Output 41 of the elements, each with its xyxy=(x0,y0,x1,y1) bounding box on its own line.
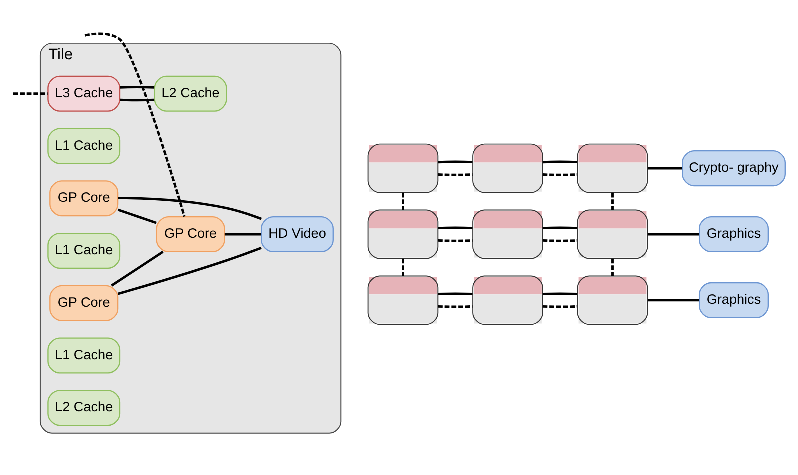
node-box: Graphics xyxy=(698,282,770,319)
connector xyxy=(118,247,262,296)
node-box: L3 Cache xyxy=(48,76,121,112)
connector xyxy=(648,167,682,170)
node-box: Graphics xyxy=(698,216,770,253)
connector xyxy=(84,32,186,218)
connector xyxy=(118,196,262,220)
node-box: HD Video xyxy=(261,216,334,253)
node-box: L1 Cache xyxy=(48,338,121,374)
connector xyxy=(118,208,157,224)
connector xyxy=(542,226,578,230)
connector xyxy=(612,258,614,276)
connector xyxy=(542,160,578,164)
connector xyxy=(438,240,473,242)
node-box: L1 Cache xyxy=(48,232,121,270)
connector xyxy=(542,292,578,296)
node-box: L2 Cache xyxy=(154,76,228,112)
connector xyxy=(438,305,473,308)
node-box: GP Core xyxy=(50,180,119,217)
connector xyxy=(542,174,578,176)
node-box: GP Core xyxy=(156,216,226,253)
connector xyxy=(648,299,700,302)
connector xyxy=(402,192,404,210)
node-box: Crypto- graphy xyxy=(682,150,786,187)
connector xyxy=(612,192,614,210)
connector xyxy=(438,292,473,296)
connector xyxy=(648,233,700,236)
connector xyxy=(542,305,578,308)
node-box: L1 Cache xyxy=(48,128,121,164)
node-box: GP Core xyxy=(50,285,119,322)
connector xyxy=(13,92,48,96)
node-box: L2 Cache xyxy=(48,390,121,426)
connector xyxy=(120,86,155,89)
connector xyxy=(224,233,262,236)
connector xyxy=(438,174,473,176)
connector xyxy=(438,226,473,230)
connector xyxy=(111,251,164,287)
connector xyxy=(438,160,473,164)
connector xyxy=(120,98,155,102)
connector xyxy=(542,240,578,242)
connector xyxy=(402,258,404,276)
